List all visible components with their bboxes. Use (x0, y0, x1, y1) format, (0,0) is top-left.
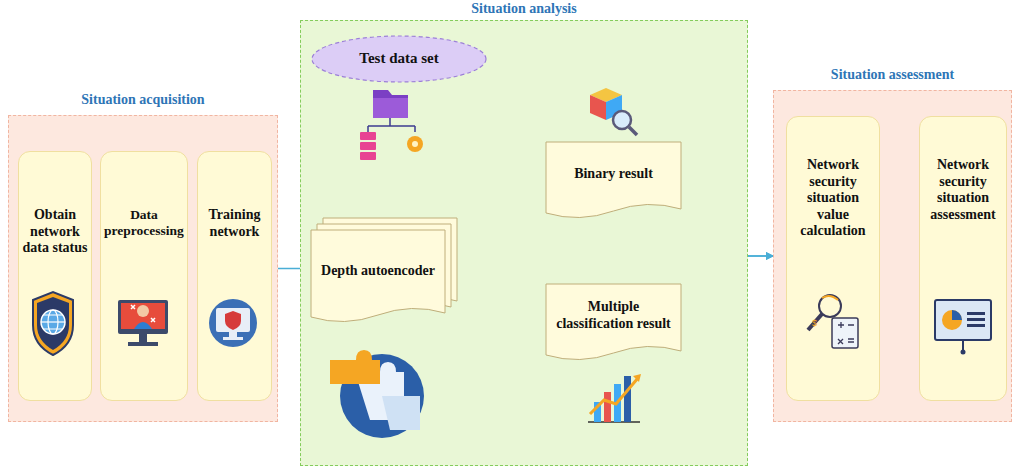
phase-panel: Situation analysisTest data setDepth aut… (300, 20, 748, 466)
globe-shield-icon (33, 292, 73, 355)
node-label: Depth autoencoder (321, 263, 435, 280)
node-label: Network security situation value calcula… (790, 157, 876, 240)
process-box: Data preprocessing (100, 151, 188, 401)
process-box: Training network (197, 151, 272, 401)
computer-alert-icon (118, 300, 168, 346)
bar-chart-icon (588, 374, 641, 422)
presentation-board-icon (935, 300, 991, 355)
cube-magnifier-icon (590, 88, 637, 135)
process-box: Obtain network data status (18, 151, 92, 401)
result-document: Multiple classification result (546, 283, 681, 359)
dollar-glyph: $ (812, 318, 817, 328)
node-label: Network security situation assessment (923, 157, 1003, 223)
node-label: Training network (201, 207, 268, 240)
node-label: Binary result (574, 166, 653, 183)
monitor-shield-icon (209, 299, 257, 347)
dataset-ellipse: Test data set (311, 35, 487, 83)
node-label: Multiple classification result (552, 299, 675, 332)
phase-title: Situation assessment (774, 67, 1011, 83)
phase-panel: Situation acquisitionObtain network data… (8, 115, 278, 422)
result-document: Binary result (546, 141, 681, 217)
node-label: Test data set (359, 50, 438, 68)
document-stack: Depth autoencoder (311, 217, 457, 321)
puzzle-globe-icon (330, 350, 424, 438)
process-box: Network security situation value calcula… (786, 116, 880, 401)
phase-title: Situation analysis (301, 1, 747, 17)
process-box: Network security situation assessment (919, 116, 1007, 401)
phase-panel: Situation assessmentNetwork security sit… (773, 90, 1012, 422)
magnifier-calculator-icon: $ (808, 295, 858, 348)
phase-title: Situation acquisition (9, 92, 277, 108)
node-label: Obtain network data status (22, 207, 88, 257)
node-label: Data preprocessing (104, 207, 184, 239)
folder-server-icon (360, 90, 423, 160)
